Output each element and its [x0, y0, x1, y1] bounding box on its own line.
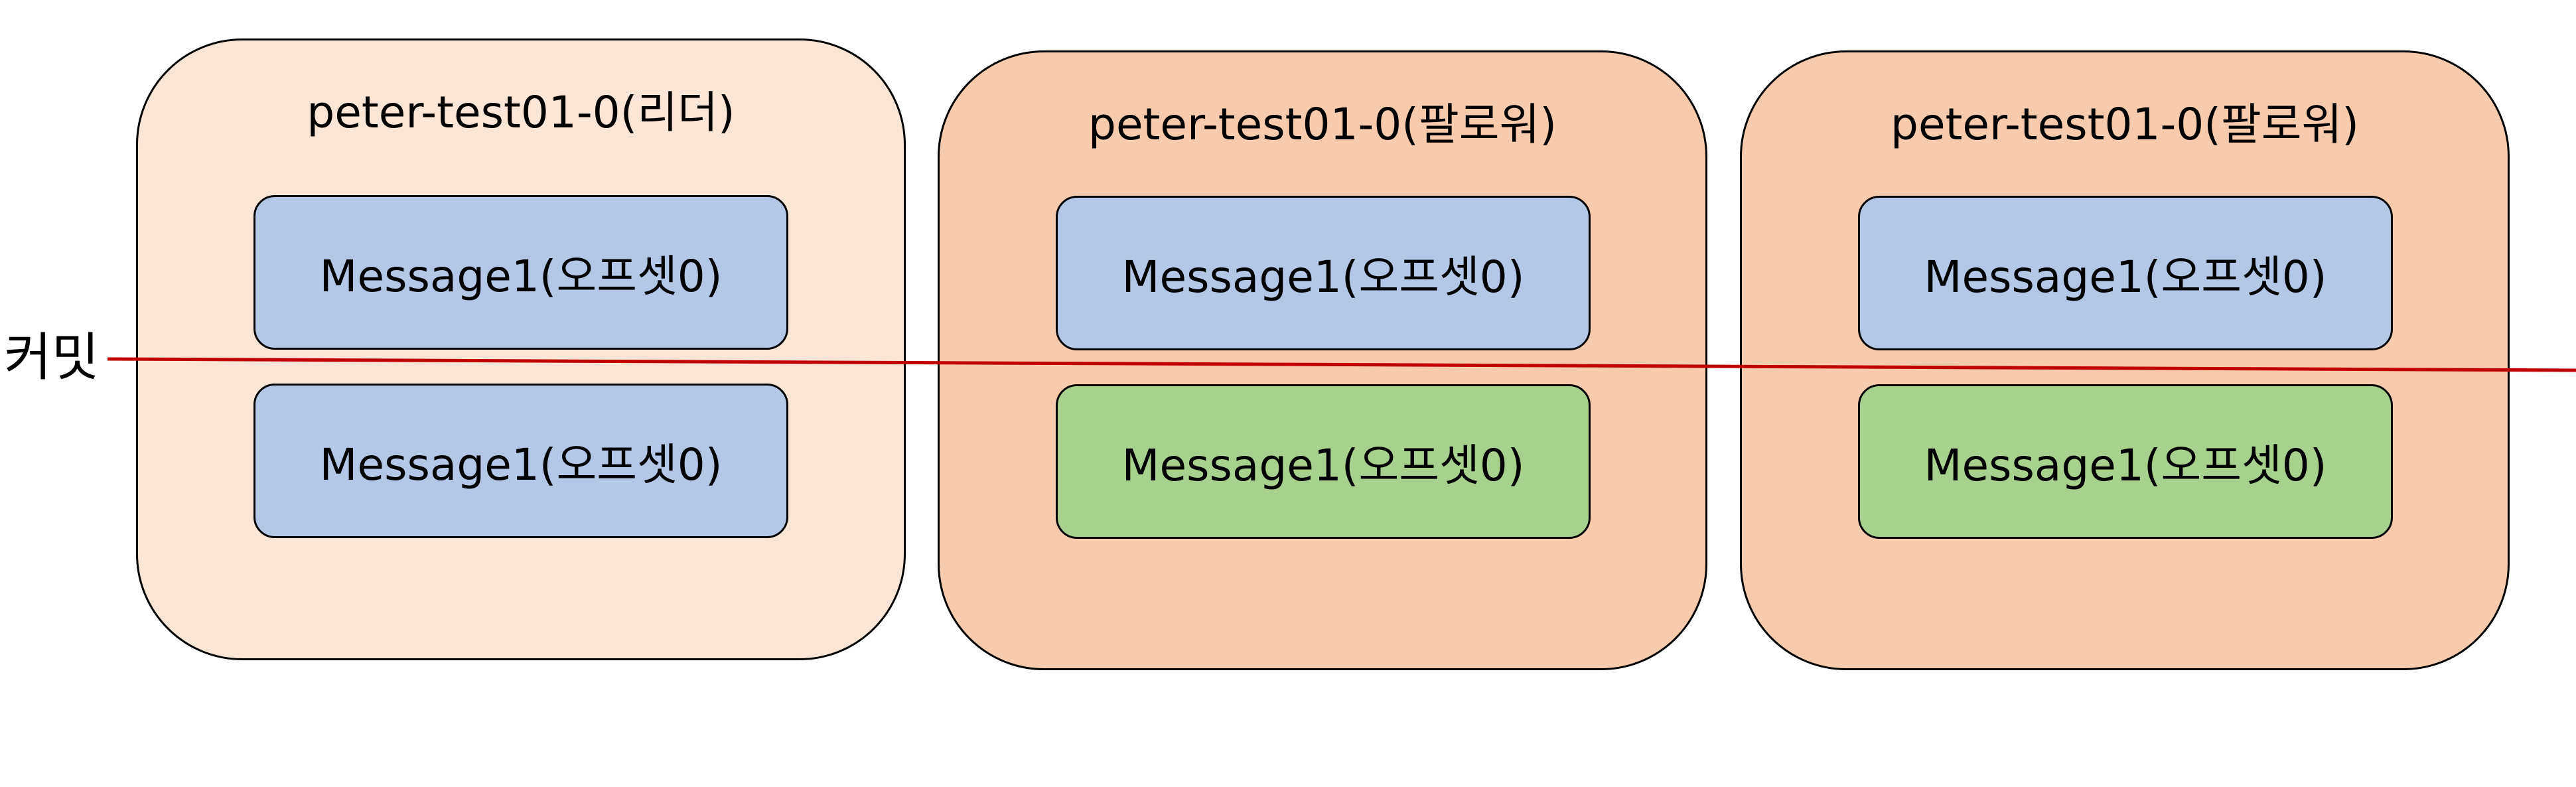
message-box: Message1(오프셋0) — [1858, 196, 2393, 350]
broker-follower-2: peter-test01-0(팔로워) Message1(오프셋0) Messa… — [1740, 50, 2510, 670]
broker-title: peter-test01-0(팔로워) — [1891, 99, 2359, 150]
broker-title: peter-test01-0(팔로워) — [1088, 99, 1557, 150]
message-box: Message1(오프셋0) — [253, 384, 788, 538]
broker-follower-1: peter-test01-0(팔로워) Message1(오프셋0) Messa… — [938, 50, 1707, 670]
commit-marker-line — [107, 357, 2576, 372]
commit-label: 커밋 — [4, 328, 100, 388]
message-box: Message1(오프셋0) — [1056, 384, 1591, 539]
message-box: Message1(오프셋0) — [253, 195, 788, 350]
message-box: Message1(오프셋0) — [1056, 196, 1591, 350]
broker-title: peter-test01-0(리더) — [307, 87, 735, 138]
broker-leader: peter-test01-0(리더) Message1(오프셋0) Messag… — [136, 38, 906, 660]
message-box: Message1(오프셋0) — [1858, 384, 2393, 539]
